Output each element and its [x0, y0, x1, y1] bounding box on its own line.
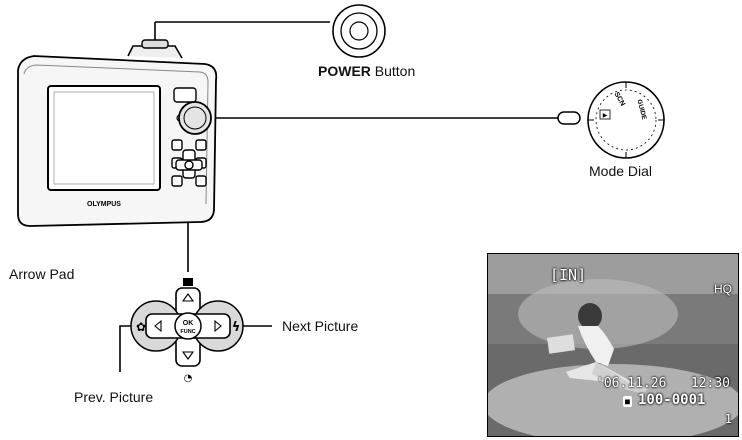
arrow-pad-icon[interactable]: ✿ ϟ ◔ — [130, 278, 244, 384]
arrow-pad-label: Arrow Pad — [9, 266, 75, 282]
photo-scene — [488, 254, 738, 436]
screen-frame-number: 1 — [724, 412, 732, 426]
power-button-label: POWER Button — [318, 63, 415, 79]
camera-buttons[interactable] — [171, 139, 207, 187]
svg-text:◔: ◔ — [184, 373, 193, 384]
playback-screen: [IN] HQ '06.11.26 12:30 ■ 100-0001 1 — [487, 253, 739, 437]
screen-file-icon: ■ — [623, 396, 632, 407]
screen-time: 12:30 — [690, 376, 730, 391]
camera-lcd — [47, 85, 161, 191]
svg-text:ϟ: ϟ — [232, 320, 241, 335]
power-label-bold: POWER — [318, 63, 371, 79]
mode-dial-play-mark: ▶ — [603, 112, 608, 119]
screen-date: '06.11.26 — [596, 376, 667, 391]
mode-dial-label: Mode Dial — [589, 163, 653, 179]
arrow-pad-func-mark: FUNC — [180, 329, 195, 335]
camera-brand: OLYMPUS — [87, 201, 121, 208]
arrow-pad-ok-mark: OK — [183, 320, 194, 327]
svg-text:✿: ✿ — [136, 320, 146, 334]
next-picture-label: Next Picture — [282, 318, 359, 334]
screen-file-number: 100-0001 — [638, 392, 706, 408]
mode-dial-icon[interactable] — [557, 81, 665, 159]
power-label-rest: Button — [370, 63, 416, 79]
power-button-icon[interactable] — [332, 4, 386, 58]
camera-body — [17, 39, 218, 227]
prev-picture-label: Prev. Picture — [74, 389, 154, 405]
screen-quality: HQ — [714, 282, 732, 296]
screen-memory: [IN] — [550, 266, 587, 284]
